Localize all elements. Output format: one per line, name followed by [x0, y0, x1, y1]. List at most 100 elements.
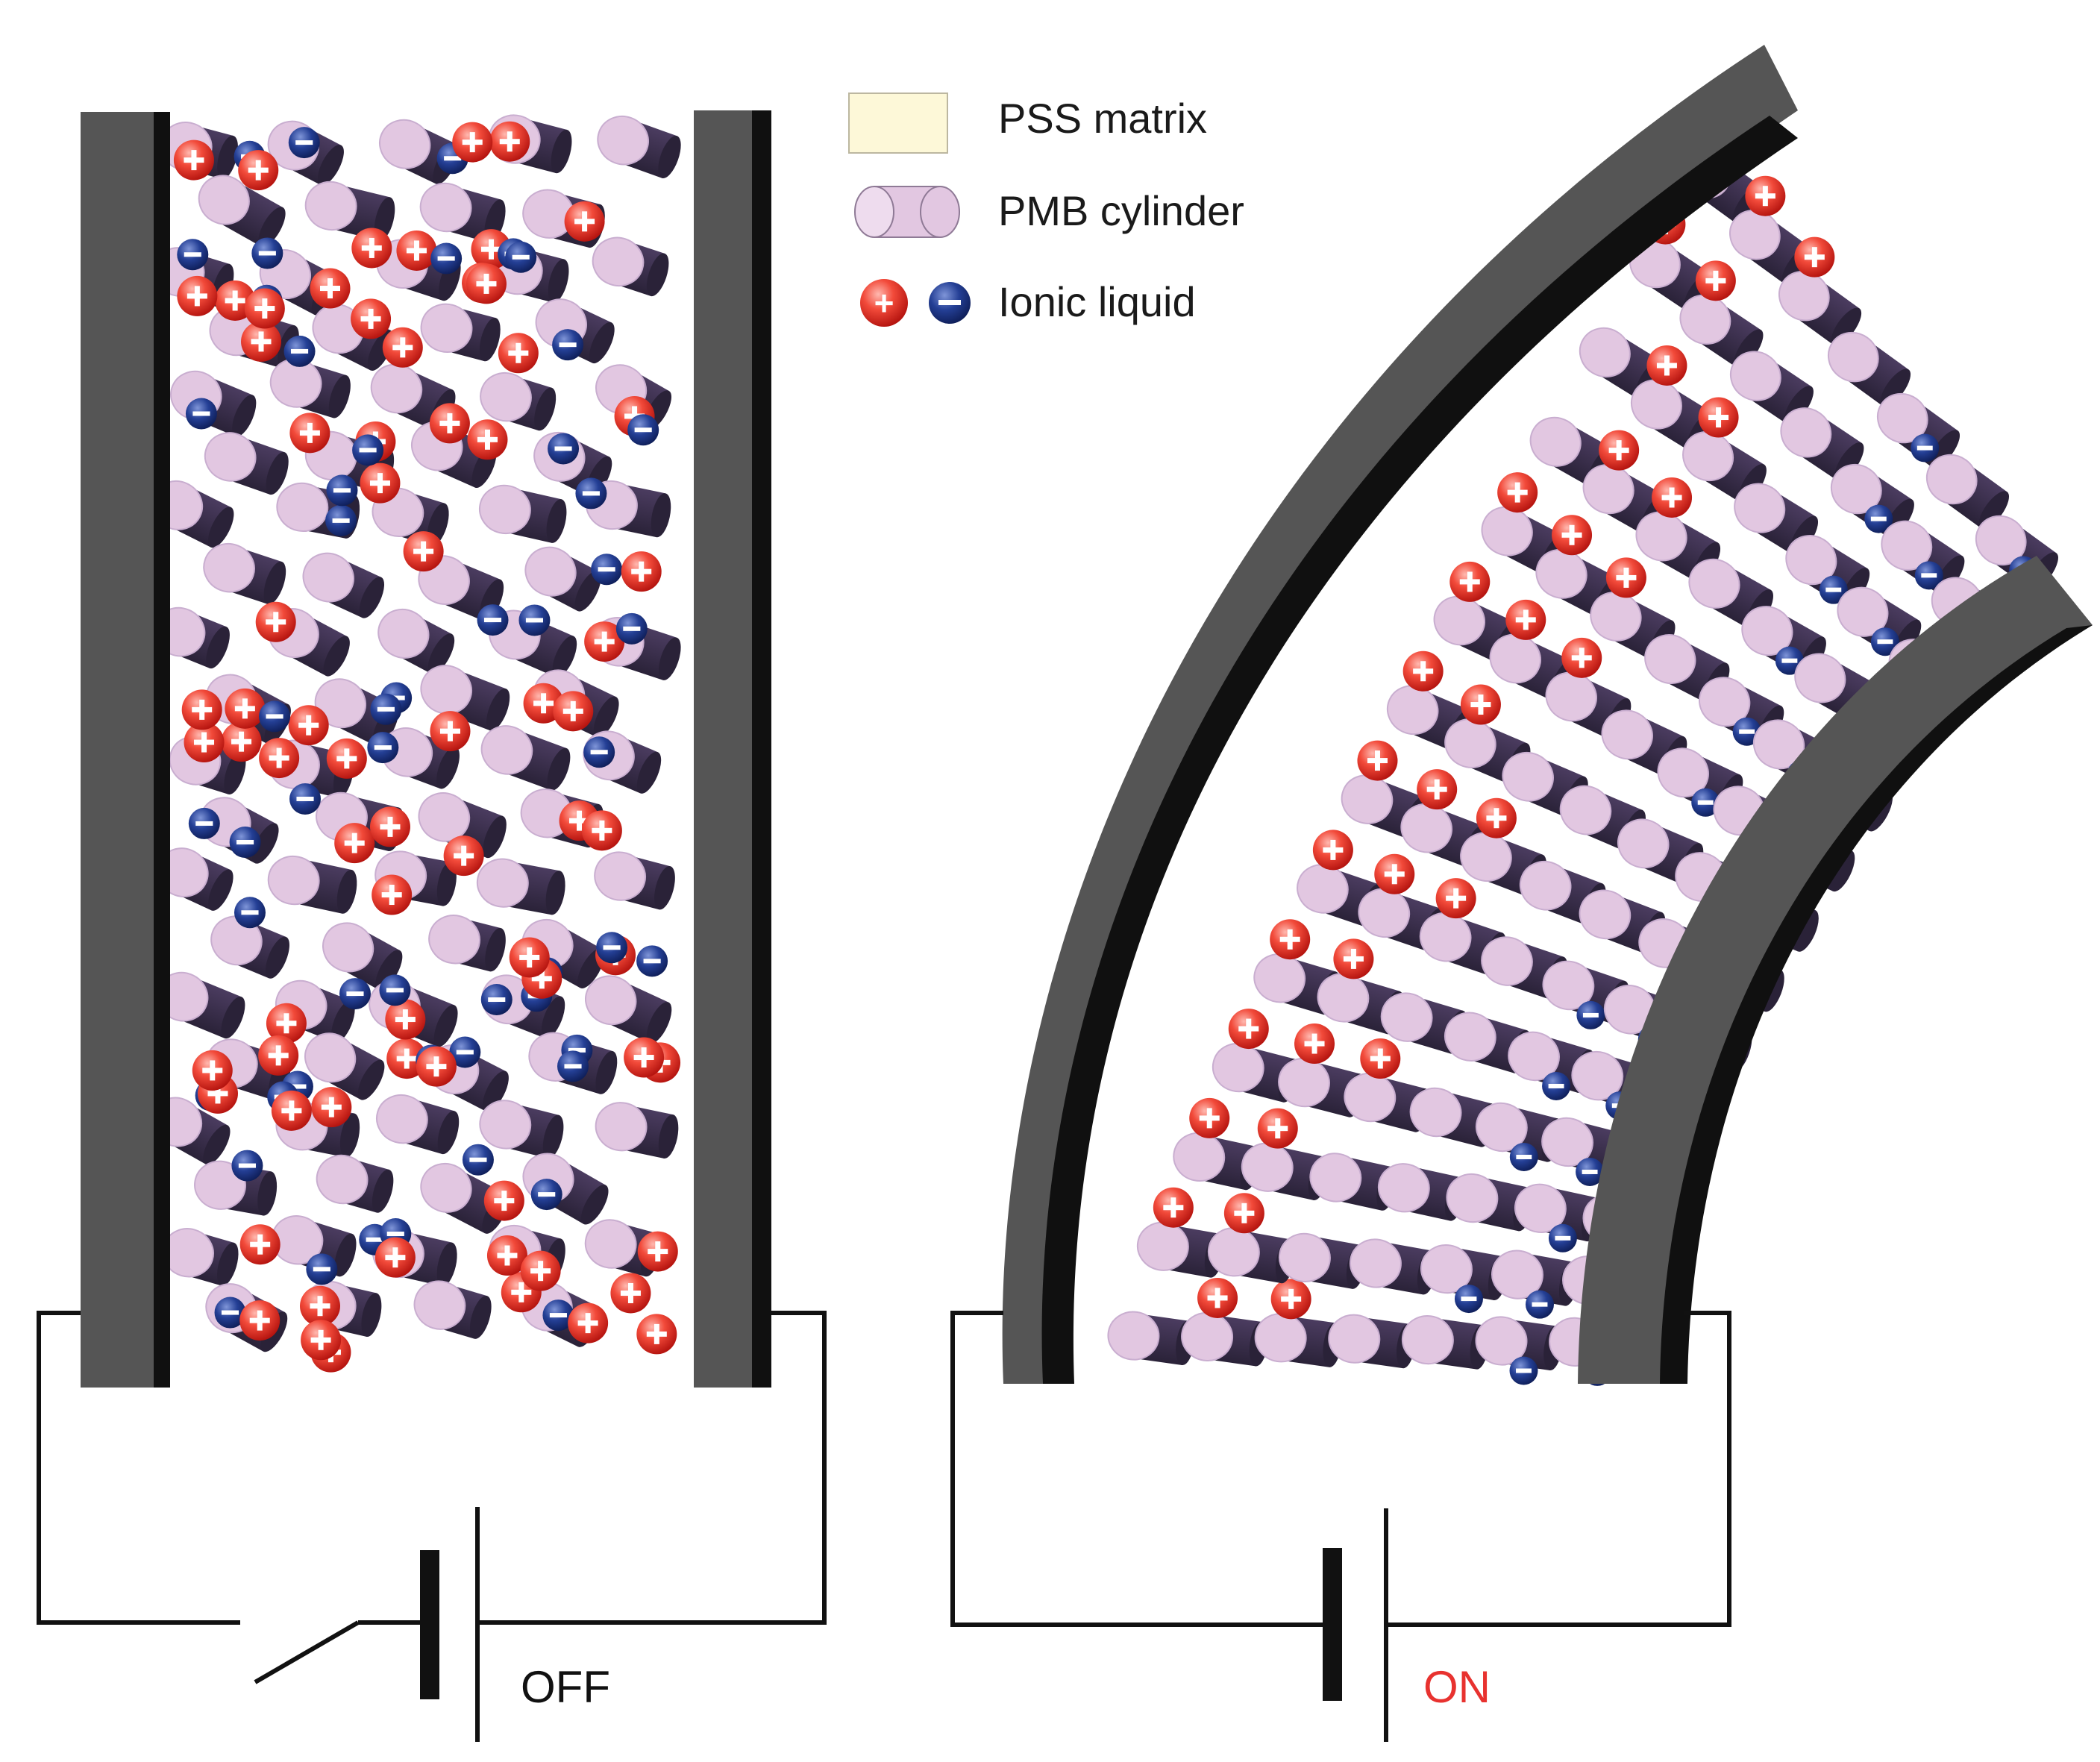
anion — [596, 932, 628, 964]
cation — [301, 1320, 342, 1361]
off-wire-right — [477, 1311, 827, 1625]
cation — [1599, 430, 1640, 471]
anion — [1576, 1000, 1605, 1029]
pmb-cylinder — [479, 1100, 564, 1159]
legend: PSS matrix PMB cylinder + Ionic li — [848, 93, 1244, 327]
on-actuator — [1002, 45, 2093, 1386]
cation — [374, 1237, 416, 1278]
anion — [367, 732, 399, 764]
cation — [192, 1050, 233, 1091]
anion — [530, 1179, 562, 1211]
cation — [311, 1087, 352, 1128]
pmb-cylinder — [1729, 351, 1814, 424]
cation — [351, 228, 392, 269]
anion — [188, 807, 220, 839]
legend-item-pmb-cylinder: PMB cylinder — [854, 186, 1244, 238]
cation — [300, 1285, 341, 1326]
cation — [1476, 797, 1517, 838]
cation — [1257, 1108, 1298, 1149]
pmb-cylinder — [198, 175, 286, 248]
anion — [1691, 788, 1720, 817]
cation — [568, 1302, 609, 1344]
cation — [1794, 236, 1835, 278]
on-state-label: ON — [1423, 1662, 1491, 1712]
anion — [251, 237, 283, 269]
cation — [221, 721, 262, 762]
anion — [1542, 1071, 1571, 1100]
cation — [520, 1250, 561, 1291]
cation — [360, 463, 401, 504]
anion — [583, 736, 615, 768]
cation — [266, 1003, 307, 1044]
anion — [449, 1036, 481, 1068]
anion — [214, 1297, 246, 1329]
pmb-cylinder — [304, 181, 395, 241]
anion — [379, 974, 411, 1006]
cation — [288, 705, 329, 746]
cation — [259, 738, 300, 779]
cation — [624, 1037, 665, 1078]
anion — [505, 241, 537, 273]
cation — [509, 937, 550, 978]
pmb-cylinder — [479, 484, 567, 543]
cation — [310, 268, 351, 309]
anion — [542, 1299, 574, 1332]
cation — [372, 874, 413, 915]
cation — [239, 1300, 280, 1341]
pmb-cylinder — [379, 119, 459, 185]
pmb-cylinder — [316, 1154, 394, 1213]
pmb-cylinder — [1644, 634, 1730, 703]
svg-text:+: + — [874, 283, 894, 322]
pmb-cylinder — [1254, 1313, 1342, 1367]
anion — [1576, 1157, 1605, 1186]
on-outer-electrode — [1002, 45, 1798, 1384]
on-wire-left — [950, 1311, 1332, 1627]
pmb-cylinder — [476, 858, 565, 915]
off-switch-lever — [254, 1620, 360, 1684]
off-circuit — [37, 1311, 827, 1742]
anion — [283, 335, 316, 367]
anion — [1548, 1223, 1577, 1252]
cation — [1745, 175, 1786, 216]
pmb-cylinder — [1212, 1042, 1300, 1103]
cation — [1228, 1009, 1269, 1050]
pmb-cylinder — [524, 546, 601, 612]
cation — [385, 999, 426, 1040]
anion — [259, 700, 291, 733]
on-battery-short-plate — [1323, 1548, 1342, 1701]
anion — [325, 504, 357, 536]
anion — [1454, 1285, 1483, 1314]
pmb-cylinder — [1317, 973, 1404, 1035]
anion — [430, 242, 463, 275]
pmb-cylinder — [480, 371, 557, 431]
cation — [416, 1046, 457, 1087]
pmb-cylinder — [592, 236, 669, 297]
cation — [429, 403, 470, 444]
off-left-electrode — [81, 112, 170, 1388]
cation — [1270, 1279, 1311, 1320]
pmb-cylinder — [1173, 1132, 1260, 1191]
cation — [489, 121, 530, 162]
pmb-cylinder — [203, 542, 286, 605]
cation — [1153, 1187, 1194, 1228]
cation — [1223, 1193, 1264, 1234]
anion — [288, 127, 320, 159]
anion — [339, 978, 371, 1010]
pmb-cylinder — [204, 432, 289, 495]
pmb-cylinder — [269, 358, 351, 418]
cation — [584, 621, 625, 662]
cation — [637, 1231, 678, 1272]
pmb-cylinder — [1881, 520, 1965, 595]
cation — [1698, 397, 1739, 438]
pmb-cylinder — [1349, 1238, 1437, 1295]
anion — [1525, 1290, 1554, 1319]
cation — [1605, 557, 1646, 598]
on-circuit — [950, 1311, 1731, 1742]
cation — [486, 1235, 527, 1276]
cation — [1552, 515, 1593, 556]
legend-label-ionic-liquid: Ionic liquid — [998, 278, 1196, 325]
pmb-cylinder — [595, 1102, 679, 1159]
pmb-cylinder-icon — [854, 186, 960, 238]
cation — [1312, 830, 1353, 871]
